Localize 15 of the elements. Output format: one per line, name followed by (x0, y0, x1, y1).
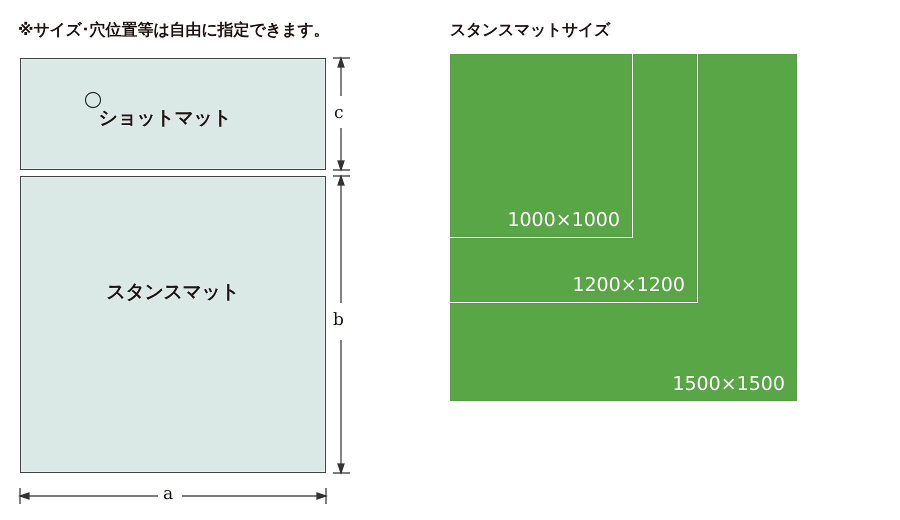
size-label: 1200×1200 (572, 274, 685, 296)
size-square (450, 54, 797, 401)
size-label: 1500×1500 (672, 373, 785, 395)
dimension-label: a (163, 484, 174, 504)
note: ※サイズ･穴位置等は自由に指定できます。 (18, 20, 330, 41)
mat-name: スタンスマット (106, 280, 240, 304)
size-label: 1000×1000 (507, 209, 620, 231)
mat-panel (20, 176, 326, 473)
mat-name: ショットマット (98, 106, 232, 131)
size-outline (450, 54, 698, 303)
panel-heading: スタンスマットサイズ (450, 20, 610, 41)
size-outline (450, 54, 633, 238)
dimension-label: b (333, 310, 344, 330)
mat-panel (20, 58, 326, 170)
dimension-label: c (334, 103, 344, 123)
